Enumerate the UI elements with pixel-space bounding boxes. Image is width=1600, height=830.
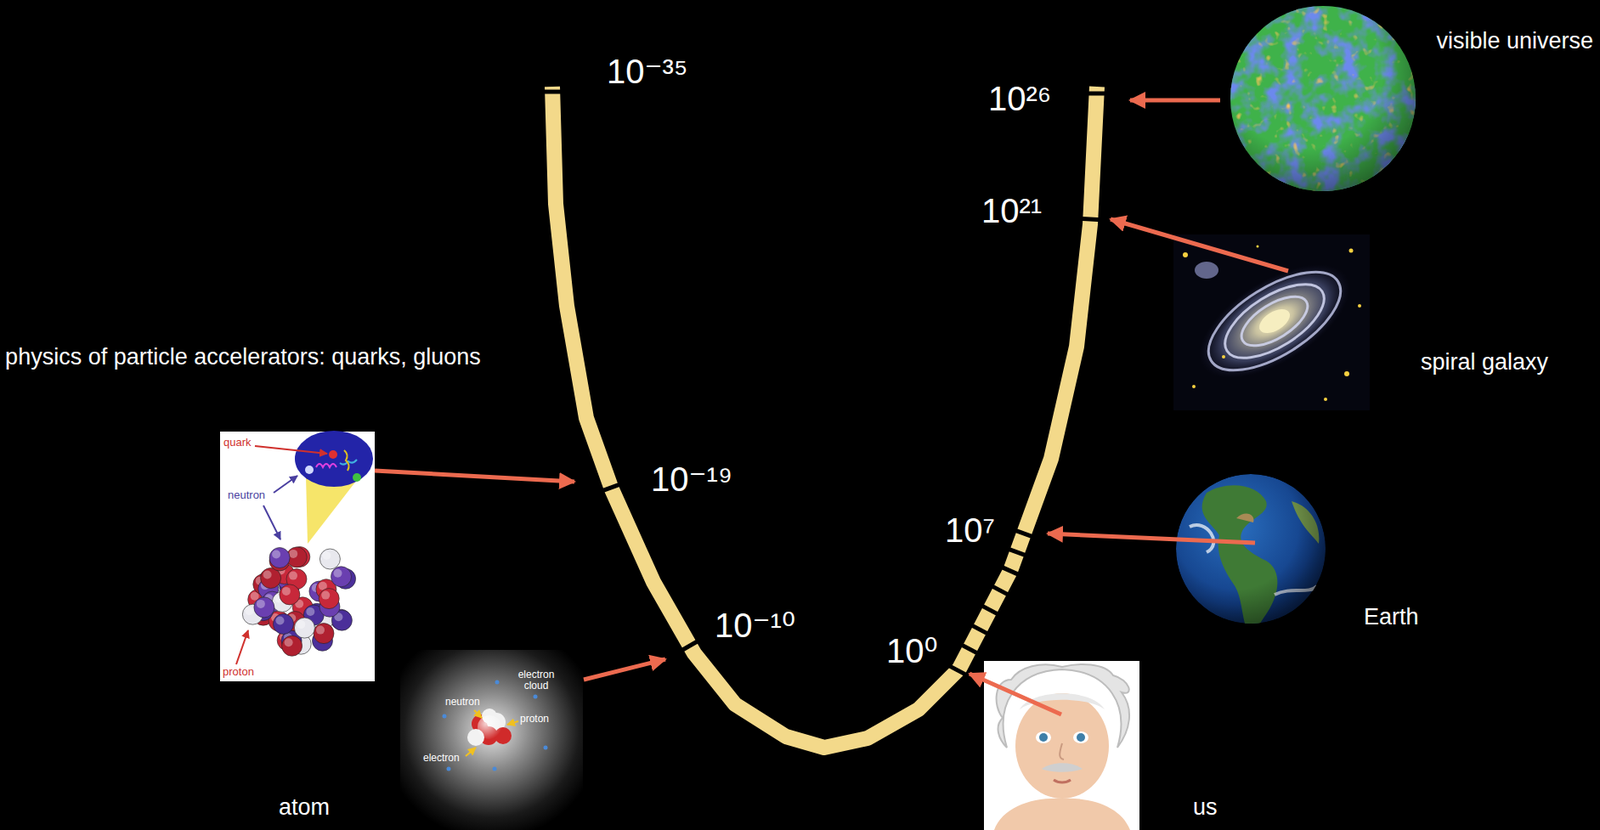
nucleon [269,548,290,569]
nucleon-shine [321,591,330,600]
scale-value: 10²¹ [981,192,1042,230]
scale-tick [541,90,564,95]
nucleon-shine [250,592,260,601]
nucleon [313,623,334,645]
nucleon [319,548,340,570]
scale-value: 10⁻¹⁹ [650,460,733,498]
nucleon [318,588,340,610]
nucleon [273,614,294,635]
part-label: proton [222,666,255,679]
region-label: atom [278,795,330,821]
nucleon-shine [316,626,325,635]
scale-value: 10⁰ [886,632,939,670]
scale-value: 10⁻¹⁰ [714,606,796,645]
part-label: electron cloud [508,669,565,692]
scale-tick [1007,548,1028,556]
nucleon [282,635,303,656]
scale-tick [681,640,700,651]
scale-tick [1085,91,1109,97]
nucleon-shine [256,599,266,609]
nucleon-shine [271,550,281,560]
nucleon-shine [333,569,343,578]
part-label: neutron [445,696,481,708]
nucleon-shine [322,551,331,560]
nucleon-shine [276,616,285,626]
scale-tick [970,624,989,634]
scale-tick [960,644,979,654]
nucleon [293,617,315,639]
scale-tick [980,604,999,615]
region-label: physics of particle accelerators: quarks… [5,344,481,371]
nucleon-shine [288,549,298,559]
nucleon-shine [288,571,298,581]
nucleon-shine [244,606,254,616]
nucleon-shine [305,607,315,617]
region-label: Earth [1363,604,1420,631]
nucleon-shine [284,638,294,647]
nucleon-shine [296,620,306,629]
region-label: visible universe [1436,28,1594,55]
nucleon [279,584,300,605]
part-label: neutron [227,489,266,502]
scale-tick [1000,566,1020,576]
scale-tick [1079,218,1102,220]
part-label: proton [520,713,549,725]
region-label: us [1192,795,1218,821]
nucleon [254,597,275,618]
region-label: spiral galaxy [1420,350,1549,376]
scale-tick [1014,530,1035,538]
nucleon-shine [263,571,272,580]
scale-tick [601,484,622,492]
part-label: quark [223,436,252,449]
scale-value: 10²⁶ [988,79,1052,118]
nucleon [331,566,352,588]
scale-value: 10⁻³⁵ [606,52,689,91]
nucleon-shine [282,587,291,596]
part-label: electron [423,752,460,764]
scale-tick [948,665,967,675]
scale-tick [990,585,1009,595]
scale-value: 10⁷ [944,511,996,549]
